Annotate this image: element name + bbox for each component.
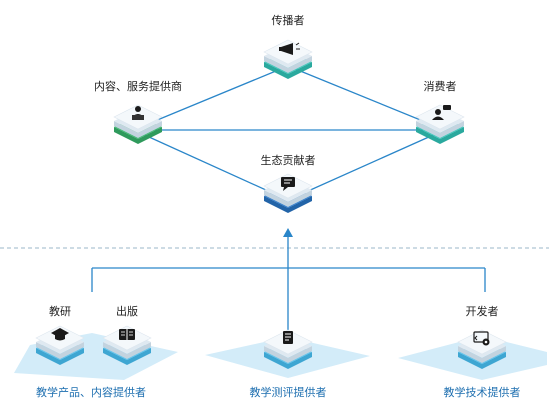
consumer-node [415,104,465,144]
consumer-label: 消费者 [423,80,457,93]
arrow-up-icon [283,228,293,237]
platform-education-content [14,333,178,380]
disseminator-label: 传播者 [271,14,305,27]
technology-node [457,329,507,369]
edge-disseminator-consumer [287,65,441,129]
test-paper-icon [283,331,293,344]
publishing-label: 出版 [116,305,138,318]
assessment-label: 教学测评提供者 [249,386,327,399]
provider-label: 内容、服务提供商 [94,80,182,93]
assessment-node [263,329,313,369]
user-laptop-icon [132,106,144,120]
network-connections [137,65,441,201]
edge-consumer-contributor [287,131,441,201]
disseminator-node [263,39,313,79]
user-chat-icon [432,105,451,120]
publishing-node [102,325,152,365]
graduation-cap-icon [51,328,69,341]
developer-label: 开发者 [465,305,499,318]
contributor-node [263,173,313,213]
edge-provider-contributor [137,131,289,201]
message-icon [281,177,295,191]
contributor-label: 生态贡献者 [260,154,316,167]
edge-disseminator-provider [137,65,289,129]
code-gear-icon [473,331,490,346]
megaphone-icon [279,42,300,55]
education-content-label: 教学产品、内容提供者 [36,386,146,399]
technology-label: 教学技术提供者 [443,386,521,399]
research-node [35,325,85,365]
research-label: 教研 [49,305,71,318]
provider-node [113,104,163,144]
bottom-connector [91,235,486,335]
book-icon [119,329,135,340]
